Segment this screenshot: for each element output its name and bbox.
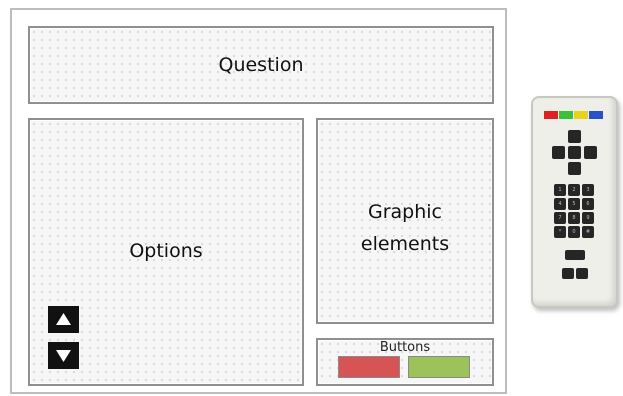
remote-key-12[interactable]: # [582, 226, 594, 238]
remote-key-1[interactable]: 1 [554, 184, 566, 196]
remote-key-label: 1 [558, 187, 562, 193]
remote-key-4[interactable]: 4 [554, 198, 566, 210]
graphic-label-line2: elements [360, 233, 450, 255]
graphic-label-line1: Graphic [367, 201, 442, 223]
remote-key-8[interactable]: 8 [568, 212, 580, 224]
question-label: Question [218, 54, 304, 76]
options-label: Options [129, 240, 203, 262]
green-key[interactable] [559, 111, 573, 119]
yellow-key[interactable] [574, 111, 588, 119]
graphic-elements-label: Graphic elements [318, 196, 492, 260]
dpad-right-key[interactable] [584, 146, 597, 159]
remote-key-label: 2 [572, 187, 576, 193]
graphic-elements-panel: Graphic elements [316, 118, 494, 324]
exit-key[interactable] [565, 250, 585, 260]
dpad-left-key[interactable] [552, 146, 565, 159]
remote-key-2[interactable]: 2 [568, 184, 580, 196]
remote-key-label: 3 [586, 187, 590, 193]
buttons-panel: Buttons [316, 338, 494, 386]
arrow-down-icon [56, 350, 71, 362]
blue-key[interactable] [589, 111, 603, 119]
remote-key-label: # [585, 229, 591, 235]
remote-key-7[interactable]: 7 [554, 212, 566, 224]
remote-key-label: 7 [558, 215, 562, 221]
remote-key-label: 5 [572, 201, 576, 207]
scroll-down-button[interactable] [48, 342, 79, 369]
remote-key-3[interactable]: 3 [582, 184, 594, 196]
red-button[interactable] [338, 356, 400, 378]
dpad-ok-key[interactable] [568, 146, 581, 159]
remote-key-6[interactable]: 6 [582, 198, 594, 210]
prev-key[interactable] [562, 268, 574, 279]
scroll-up-button[interactable] [48, 306, 79, 333]
remote-key-label: 8 [572, 215, 576, 221]
options-panel[interactable]: Options [28, 118, 304, 386]
buttons-label: Buttons [379, 340, 431, 355]
dpad-down-key[interactable] [568, 162, 581, 175]
remote-key-label: 0 [572, 229, 576, 235]
remote-key-label: * [558, 229, 562, 235]
remote-key-10[interactable]: * [554, 226, 566, 238]
red-key[interactable] [544, 111, 558, 119]
remote-key-5[interactable]: 5 [568, 198, 580, 210]
remote-key-9[interactable]: 9 [582, 212, 594, 224]
green-button[interactable] [408, 356, 470, 378]
remote-key-label: 6 [586, 201, 590, 207]
remote-key-11[interactable]: 0 [568, 226, 580, 238]
remote-key-label: 9 [586, 215, 590, 221]
dpad-up-key[interactable] [568, 130, 581, 143]
remote-control: 1 2 3 4 5 6 7 8 9 * 0 # [531, 96, 618, 308]
tv-screen-layout: Question Options Graphic elements Button… [10, 8, 507, 394]
next-key[interactable] [576, 268, 588, 279]
question-panel: Question [28, 26, 494, 104]
arrow-up-icon [56, 313, 71, 325]
remote-key-label: 4 [558, 201, 562, 207]
